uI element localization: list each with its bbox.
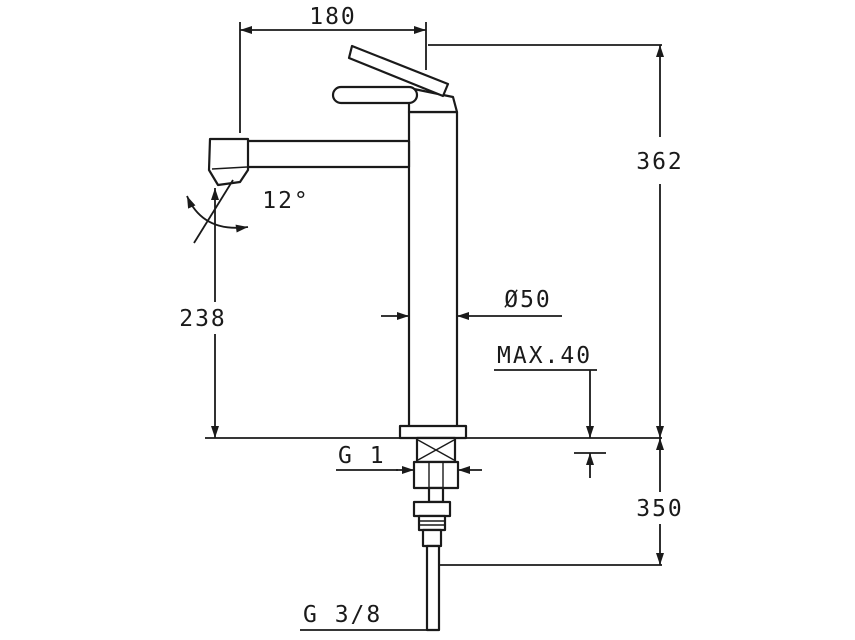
spout-tip [207, 137, 250, 187]
supply-pipe [425, 544, 441, 632]
valve-bottom [421, 528, 443, 548]
label-body-diameter: Ø50 [504, 287, 552, 313]
dim-total-height: 362 [428, 44, 684, 438]
lever-raised [347, 44, 450, 98]
dim-shank-thread: G 1 [336, 443, 482, 474]
label-spout-reach: 180 [309, 4, 357, 30]
dim-body-diameter: Ø50 [381, 287, 562, 320]
label-spout-angle: 12° [262, 188, 310, 214]
faucet-drawing [205, 44, 662, 632]
thread-hatch [417, 439, 455, 461]
label-max-deck-thickness: MAX.40 [497, 343, 592, 369]
valve-mid [417, 514, 447, 532]
dim-spout-reach: 180 [239, 4, 427, 133]
label-below-deck-height: 350 [636, 496, 684, 522]
valve-top [412, 500, 452, 518]
dim-max-deck-thickness: MAX.40 [494, 343, 606, 478]
label-shank-thread: G 1 [338, 443, 386, 469]
mounting-nut [412, 460, 460, 490]
dim-below-deck-height: 350 [440, 438, 684, 566]
angle-arc [186, 195, 249, 233]
label-total-height: 362 [636, 149, 684, 175]
lever-handle [331, 85, 419, 105]
label-spout-height: 238 [179, 306, 227, 332]
connector-tube [427, 486, 445, 504]
dim-angle: 12° [186, 179, 310, 244]
aerator-line [211, 166, 248, 170]
faucet-body [407, 110, 459, 436]
stream-line [193, 179, 234, 244]
dim-inlet-thread: G 3/8 [300, 602, 427, 631]
label-inlet-thread: G 3/8 [303, 602, 382, 628]
mounting-flange [398, 424, 468, 440]
